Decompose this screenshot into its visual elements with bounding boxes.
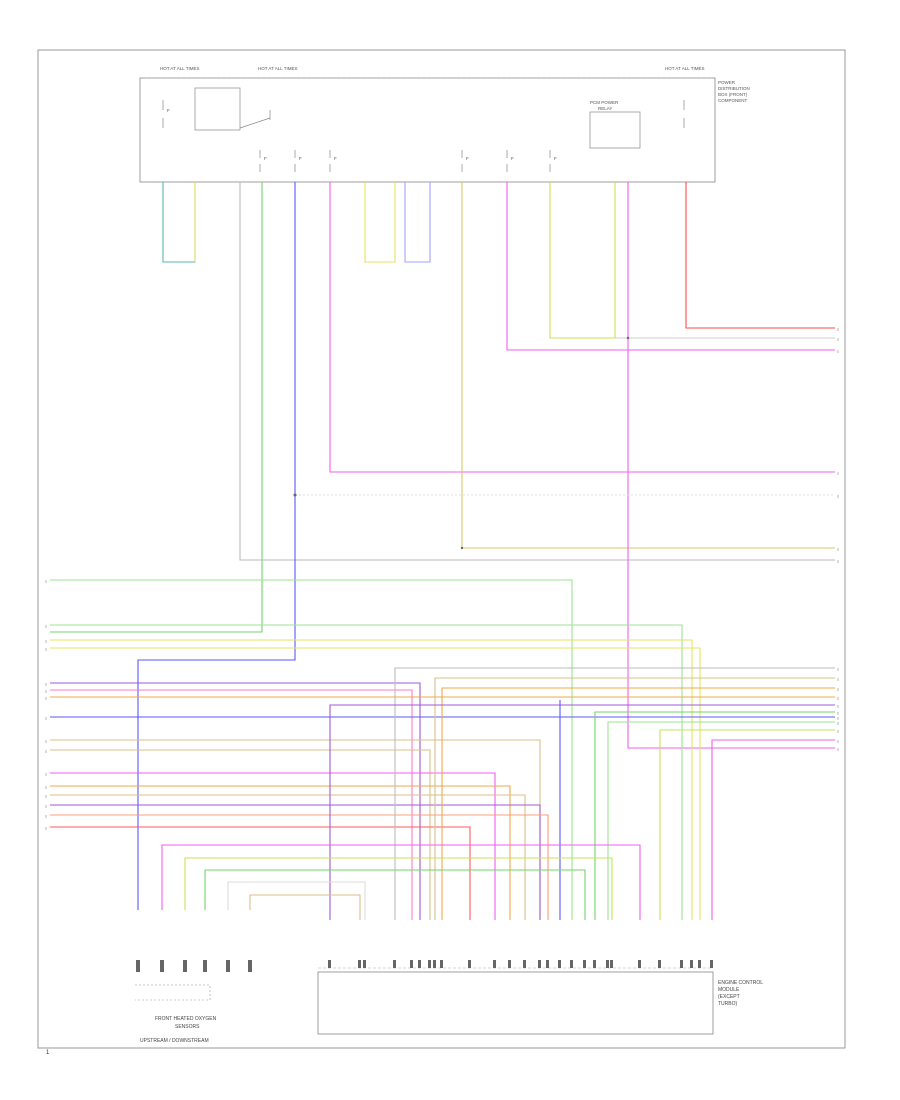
relay-block [194,87,241,131]
hot-label-3: HOT AT ALL TIMES [665,66,705,71]
box-caption-1: POWER [718,80,736,85]
svg-text:F: F [299,156,302,161]
box-caption-2: DISTRIBUTION [718,86,750,91]
diagram-frame [37,49,846,1049]
hot-label-2: HOT AT ALL TIMES [258,66,298,71]
sensor-caption-1: FRONT HEATED OXYGEN [155,1016,217,1022]
svg-text:F: F [466,156,469,161]
box-caption-3: BOX (FRONT) [718,92,748,97]
relay-caption-1: PCM POWER [590,100,619,105]
svg-text:F: F [554,156,557,161]
junction-dots [293,336,630,550]
ecm-caption-2: MODULE [718,987,740,993]
ecm-caption-1: ENGINE CONTROL [718,980,763,986]
svg-text:F: F [167,108,170,113]
sensor-pins [136,960,252,972]
pcm-relay [589,111,641,149]
sensor-sub-caption: UPSTREAM / DOWNSTREAM [140,1038,209,1044]
box-caption-4: COMPONENT [718,98,748,103]
sensor-group-bracket [135,984,211,1001]
relay-caption-2: RELAY [598,106,612,111]
wires-right [329,667,835,920]
ecm-pins [328,960,713,968]
wires-left [50,579,835,920]
sensor-caption-2: SENSORS [175,1024,200,1030]
engine-control-module [317,971,714,1035]
fuse-labels: F F F F F F F [167,108,557,161]
wires-top [50,182,835,910]
ecm-caption-4: TURBO) [718,1001,738,1007]
page-number: 1 [46,1050,50,1056]
svg-text:F: F [334,156,337,161]
svg-text:F: F [264,156,267,161]
svg-text:F: F [511,156,514,161]
hot-label-1: HOT AT ALL TIMES [160,66,200,71]
wires-sensors [161,844,641,920]
ecm-caption-3: (EXCEPT [718,994,740,1000]
fuses [162,100,685,172]
